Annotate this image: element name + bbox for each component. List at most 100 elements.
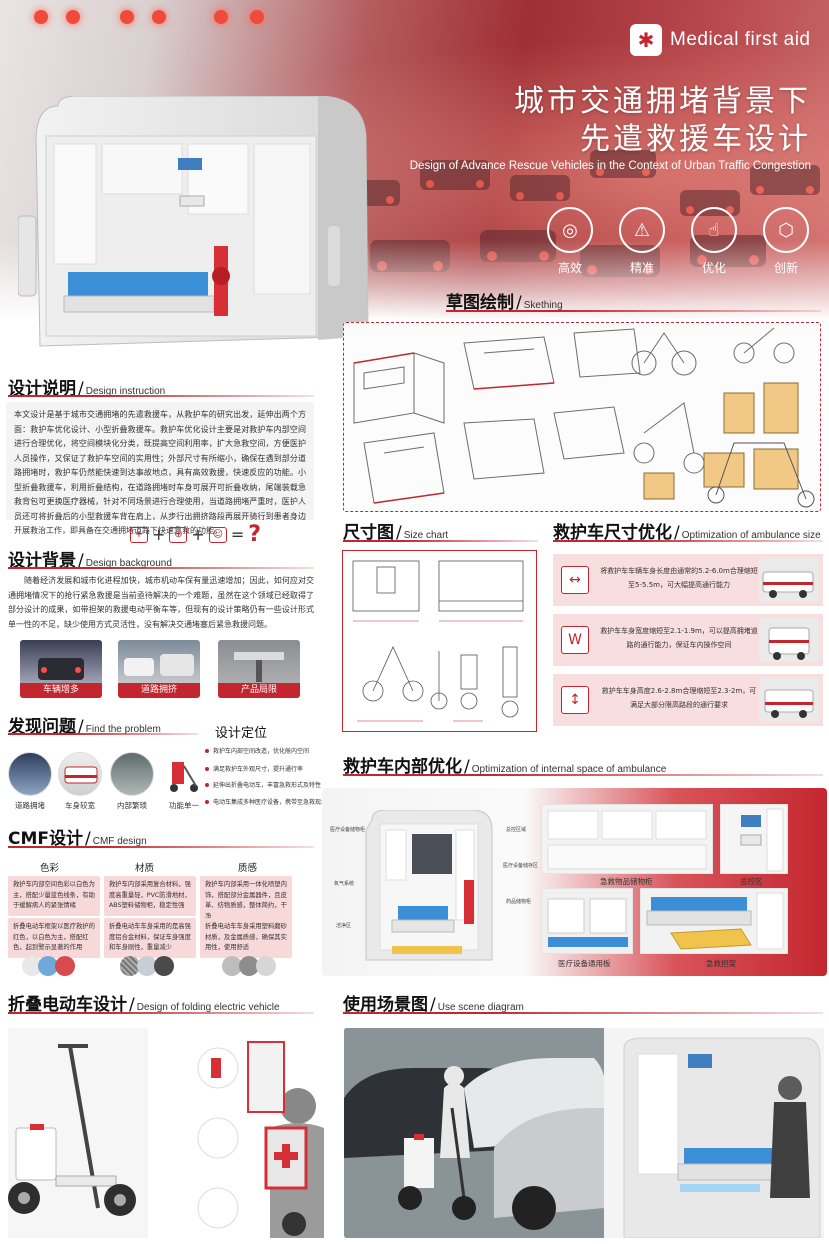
title-slash: / xyxy=(129,995,135,1015)
brand-logo-text: Medical first aid xyxy=(670,29,811,50)
feature-label: 高效 xyxy=(557,261,582,275)
feature-list: ◎ 高效 ⚠ 精准 ☝ 优化 ⬡ 创新 xyxy=(545,207,811,276)
callout-label: 医疗设备储存区 xyxy=(503,863,539,869)
section-title-en: CMF design xyxy=(92,836,147,847)
positioning-item: 延伸出折叠电动车，丰富急救形式及特性 xyxy=(205,780,321,789)
section-heading-cmf: CMF设计 / CMF design xyxy=(8,824,147,849)
section-divider xyxy=(8,567,314,569)
bullet-dot xyxy=(205,766,209,771)
ambulance-module-render xyxy=(18,96,369,347)
section-heading-sketch: 草图绘制 / Skething xyxy=(446,288,563,313)
section-title: 使用场景图 xyxy=(343,995,428,1015)
section-title: 尺寸图 xyxy=(343,523,394,543)
photo-caption: 车辆增多 xyxy=(20,683,102,698)
title-slash: / xyxy=(85,829,91,849)
bullet-dot xyxy=(205,782,209,787)
section-title: 折叠电动车设计 xyxy=(8,995,127,1015)
section-heading-interior: 救护车内部优化 / Optimization of internal space… xyxy=(343,752,666,777)
height-arrow-icon: ↕ xyxy=(561,686,589,714)
first-aid-kit-icon: + xyxy=(130,526,148,543)
cube-icon: ⬡ xyxy=(763,207,809,253)
section-divider xyxy=(8,1012,314,1014)
section-title-en: Size chart xyxy=(403,530,449,541)
problem-pic-function xyxy=(162,752,206,796)
medical-star-icon: ✱ xyxy=(630,24,662,56)
design-instruction-text: 本文设计是基于城市交通拥堵的先遣救援车，从救护车的研究出发，延伸出两个方面：救护… xyxy=(6,402,314,535)
section-title-en: Find the problem xyxy=(85,724,161,735)
cmf-texture-box-1: 救护车内部采用一体化喷塑内饰，搭配部分金属器件，且皮革、纺物质感，整体简约，干净 xyxy=(200,876,292,926)
page-subtitle: Design of Advance Rescue Vehicles in the… xyxy=(409,160,811,172)
callout-label: 氧气系统 xyxy=(334,881,355,887)
callout-label: 医疗设备储物柜 xyxy=(330,827,366,833)
traffic-light xyxy=(214,10,228,24)
concept-formula: + + ⊕ + ☺ = ? xyxy=(130,522,261,547)
ambulance-icon xyxy=(768,627,810,660)
folding-scooter-render xyxy=(8,1028,324,1238)
cmf-color-box-1: 救护车内部空间色彩以白色为主，搭配少量蓝色线条，有助于缓解病人的紧张情绪 xyxy=(8,876,100,916)
traffic-light xyxy=(250,10,264,24)
interior-label-control: 总控区 xyxy=(740,877,763,886)
use-scene-render xyxy=(344,1028,824,1238)
interior-label-storage: 急救物品储物柜 xyxy=(600,877,653,886)
section-title: 设计背景 xyxy=(8,551,76,571)
section-heading-design-background: 设计背景 / Design background xyxy=(8,546,172,571)
cabinet-render xyxy=(542,805,712,873)
section-title: 救护车尺寸优化 xyxy=(553,523,672,543)
brand-logo: ✱ Medical first aid xyxy=(630,24,811,56)
color-swatch-red xyxy=(55,956,75,976)
positioning-item: 救护车内部空间改造，优化舱内空间 xyxy=(205,746,309,755)
traffic-light xyxy=(152,10,166,24)
section-title-en: Skething xyxy=(523,300,563,311)
medic-icon: ☺ xyxy=(208,526,227,543)
length-arrow-icon: ↔ xyxy=(561,566,589,594)
photo-caption: 产品局限 xyxy=(218,683,300,698)
section-divider xyxy=(343,774,823,776)
feature-label: 优化 xyxy=(701,261,726,275)
orthographic-drawings xyxy=(352,560,524,722)
section-title: 发现问题 xyxy=(8,717,76,737)
size-opt-text: 救护车车身宽度缩短至2.1-1.9m，可以提高拥堵道路的通行能力，保证车内操作空… xyxy=(600,627,758,649)
stretcher-image xyxy=(640,888,788,954)
problem-pic-body xyxy=(58,752,102,796)
car-rear-illustration xyxy=(38,658,84,680)
positioning-item: 满足救护车外观尺寸，提升通行率 xyxy=(205,764,303,773)
callout-label: 洁净区 xyxy=(336,923,352,929)
size-opt-text: 将救护车车辆车身长度由通常的5.2-6.0m合理缩短至5-5.5m，可大幅提高通… xyxy=(600,567,758,589)
title-slash: / xyxy=(78,717,84,737)
cars-illustration xyxy=(124,654,194,676)
page-title-line2: 先遣救援车设计 xyxy=(580,122,811,157)
section-title-en: Optimization of ambulance size xyxy=(681,530,821,541)
title-slash: / xyxy=(430,995,436,1015)
plus-sign: + xyxy=(191,525,205,544)
section-divider xyxy=(343,1012,823,1014)
ambulance-photo xyxy=(759,678,819,722)
control-panel-render xyxy=(721,805,787,873)
equipment-board-image xyxy=(541,888,633,954)
positioning-text: 延伸出折叠电动车，丰富急救形式及特性 xyxy=(213,782,322,789)
equals-sign: = xyxy=(230,525,245,544)
traffic-light xyxy=(66,10,80,24)
cmf-material-box-1: 救护车内部采用复合材料，强度高重量轻，PVC防滑地材，ABS塑料储物柜，稳定性强 xyxy=(104,876,196,916)
stretcher-render xyxy=(641,889,787,953)
size-opt-row-width: W 救护车车身宽度缩短至2.1-1.9m，可以提高拥堵道路的通行能力，保证车内操… xyxy=(553,614,823,666)
section-divider xyxy=(8,395,314,397)
section-heading-size-chart: 尺寸图 / Size chart xyxy=(343,518,448,543)
section-title-en: Design instruction xyxy=(85,386,166,397)
title-slash: / xyxy=(464,757,470,777)
interior-label-equipment: 医疗设备通用板 xyxy=(558,959,611,968)
photo-traffic-increase: 车辆增多 xyxy=(20,640,102,698)
section-divider xyxy=(446,310,821,312)
positioning-text: 满足救护车外观尺寸，提升通行率 xyxy=(213,766,304,773)
sketch-drawings xyxy=(353,327,815,508)
bullet-dot xyxy=(205,799,209,804)
section-heading-folding-ev: 折叠电动车设计 / Design of folding electric veh… xyxy=(8,990,280,1015)
color-swatch-white xyxy=(22,956,42,976)
ambulance-side-icon xyxy=(64,766,98,784)
scooter-stretcher-icon xyxy=(170,762,198,792)
title-slash: / xyxy=(78,551,84,571)
section-title-en: Design background xyxy=(85,558,172,569)
ambulance-photo xyxy=(759,558,819,602)
cmf-column-head: 色彩 xyxy=(40,863,60,874)
size-opt-text: 救护车车身高度2.6-2.8m合理缩短至2.3-2m，可满足大部分限高路段的通行… xyxy=(601,687,757,709)
control-area-image xyxy=(720,804,788,874)
